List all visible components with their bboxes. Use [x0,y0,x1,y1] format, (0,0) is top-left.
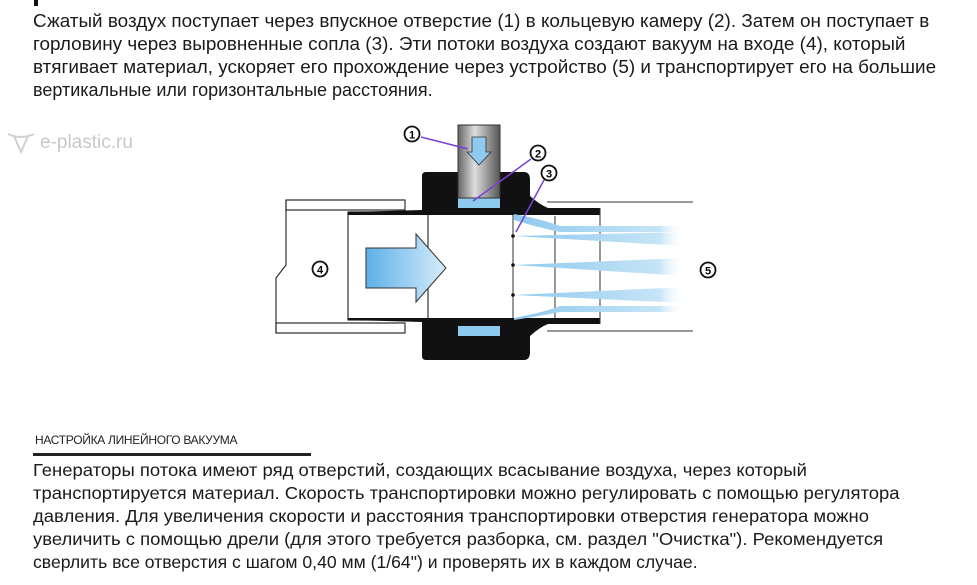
intro-line: втягивает материал, ускоряет его прохожд… [33,57,937,77]
watermark: e-plastic.ru [40,132,133,153]
section-line: Генераторы потока имеют ряд отверстий, с… [33,460,807,480]
watermark-logo-icon [7,133,35,154]
section-line: увеличить с помощью дрели (для этого тре… [33,529,884,549]
label-pointers [420,136,545,233]
svg-text:4: 4 [317,265,324,277]
intro-line: горловину через выровненные сопла (3). Э… [33,34,906,54]
inlet-pipe [457,124,501,199]
page-fragment-mark [34,0,38,6]
callout-5: 5 [699,261,717,279]
svg-text:3: 3 [546,169,552,181]
section-heading: НАСТРОЙКА ЛИНЕЙНОГО ВАКУУМА [35,433,238,447]
section-line: сверлить все отверстия с шагом 0,40 мм (… [33,552,698,572]
callout-2: 2 [529,144,547,162]
air-jets [511,214,685,320]
callout-3: 3 [540,164,558,182]
callout-4: 4 [311,260,329,278]
flow-arrow-icon [365,232,447,304]
intro-line: Сжатый воздух поступает через впускное о… [33,11,930,31]
svg-text:5: 5 [705,266,711,278]
heading-underline [33,453,311,456]
svg-text:1: 1 [409,130,415,142]
intro-line: вертикальные или горизонтальные расстоян… [33,80,433,100]
callout-1: 1 [403,125,421,143]
svg-text:2: 2 [535,149,541,161]
section-line: транспортируется материал. Скорость тран… [33,483,900,503]
section-line: давления. Для увеличения скорости и расс… [33,506,869,526]
